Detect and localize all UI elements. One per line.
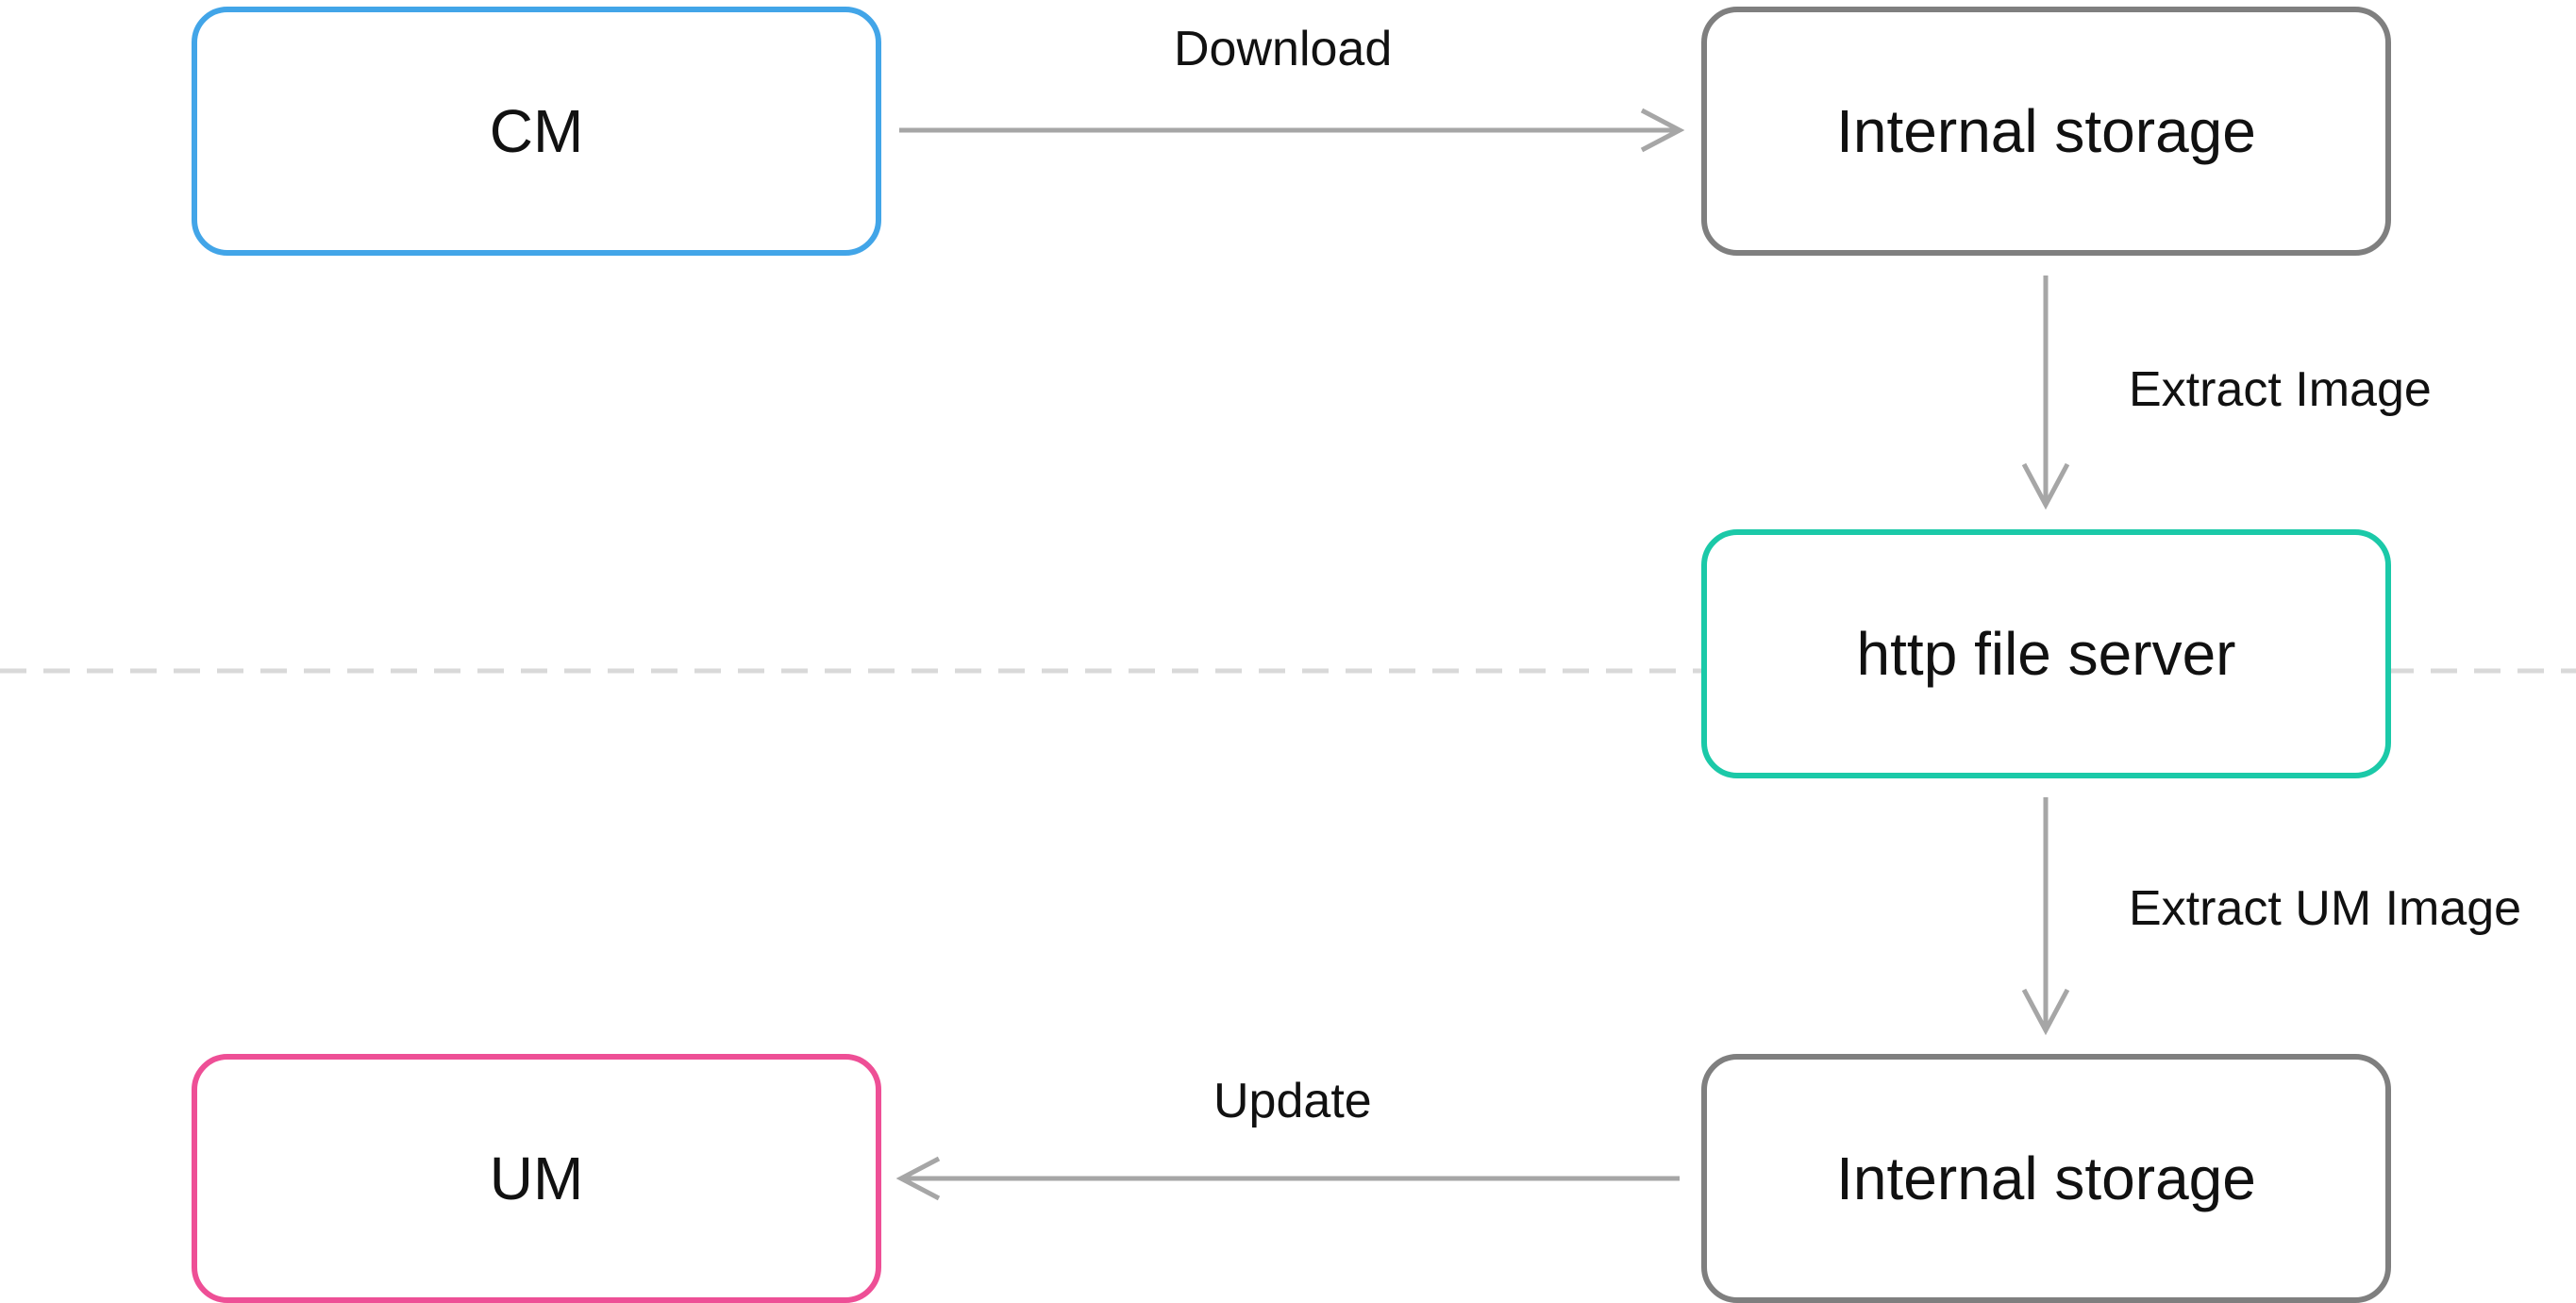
extract-image-arrowhead bbox=[2021, 462, 2070, 510]
node-internal-storage-top-label: Internal storage bbox=[1836, 97, 2256, 165]
edge-label-extract-um-image: Extract UM Image bbox=[2129, 881, 2522, 936]
node-cm: CM bbox=[192, 7, 881, 256]
extract-um-image-arrowhead bbox=[2021, 988, 2070, 1036]
edge-label-update: Update bbox=[1213, 1074, 1372, 1128]
node-http-file-server-label: http file server bbox=[1856, 620, 2236, 688]
node-internal-storage-bottom: Internal storage bbox=[1701, 1054, 2391, 1303]
node-http-file-server: http file server bbox=[1701, 529, 2391, 778]
update-arrowhead bbox=[895, 1156, 941, 1201]
edge-label-download: Download bbox=[1174, 22, 1393, 76]
node-cm-label: CM bbox=[489, 97, 584, 165]
node-um-label: UM bbox=[489, 1144, 584, 1212]
node-um: UM bbox=[192, 1054, 881, 1303]
node-internal-storage-bottom-label: Internal storage bbox=[1836, 1144, 2256, 1212]
node-internal-storage-top: Internal storage bbox=[1701, 7, 2391, 256]
download-arrowhead bbox=[1640, 108, 1685, 153]
edge-label-extract-image: Extract Image bbox=[2129, 362, 2432, 417]
